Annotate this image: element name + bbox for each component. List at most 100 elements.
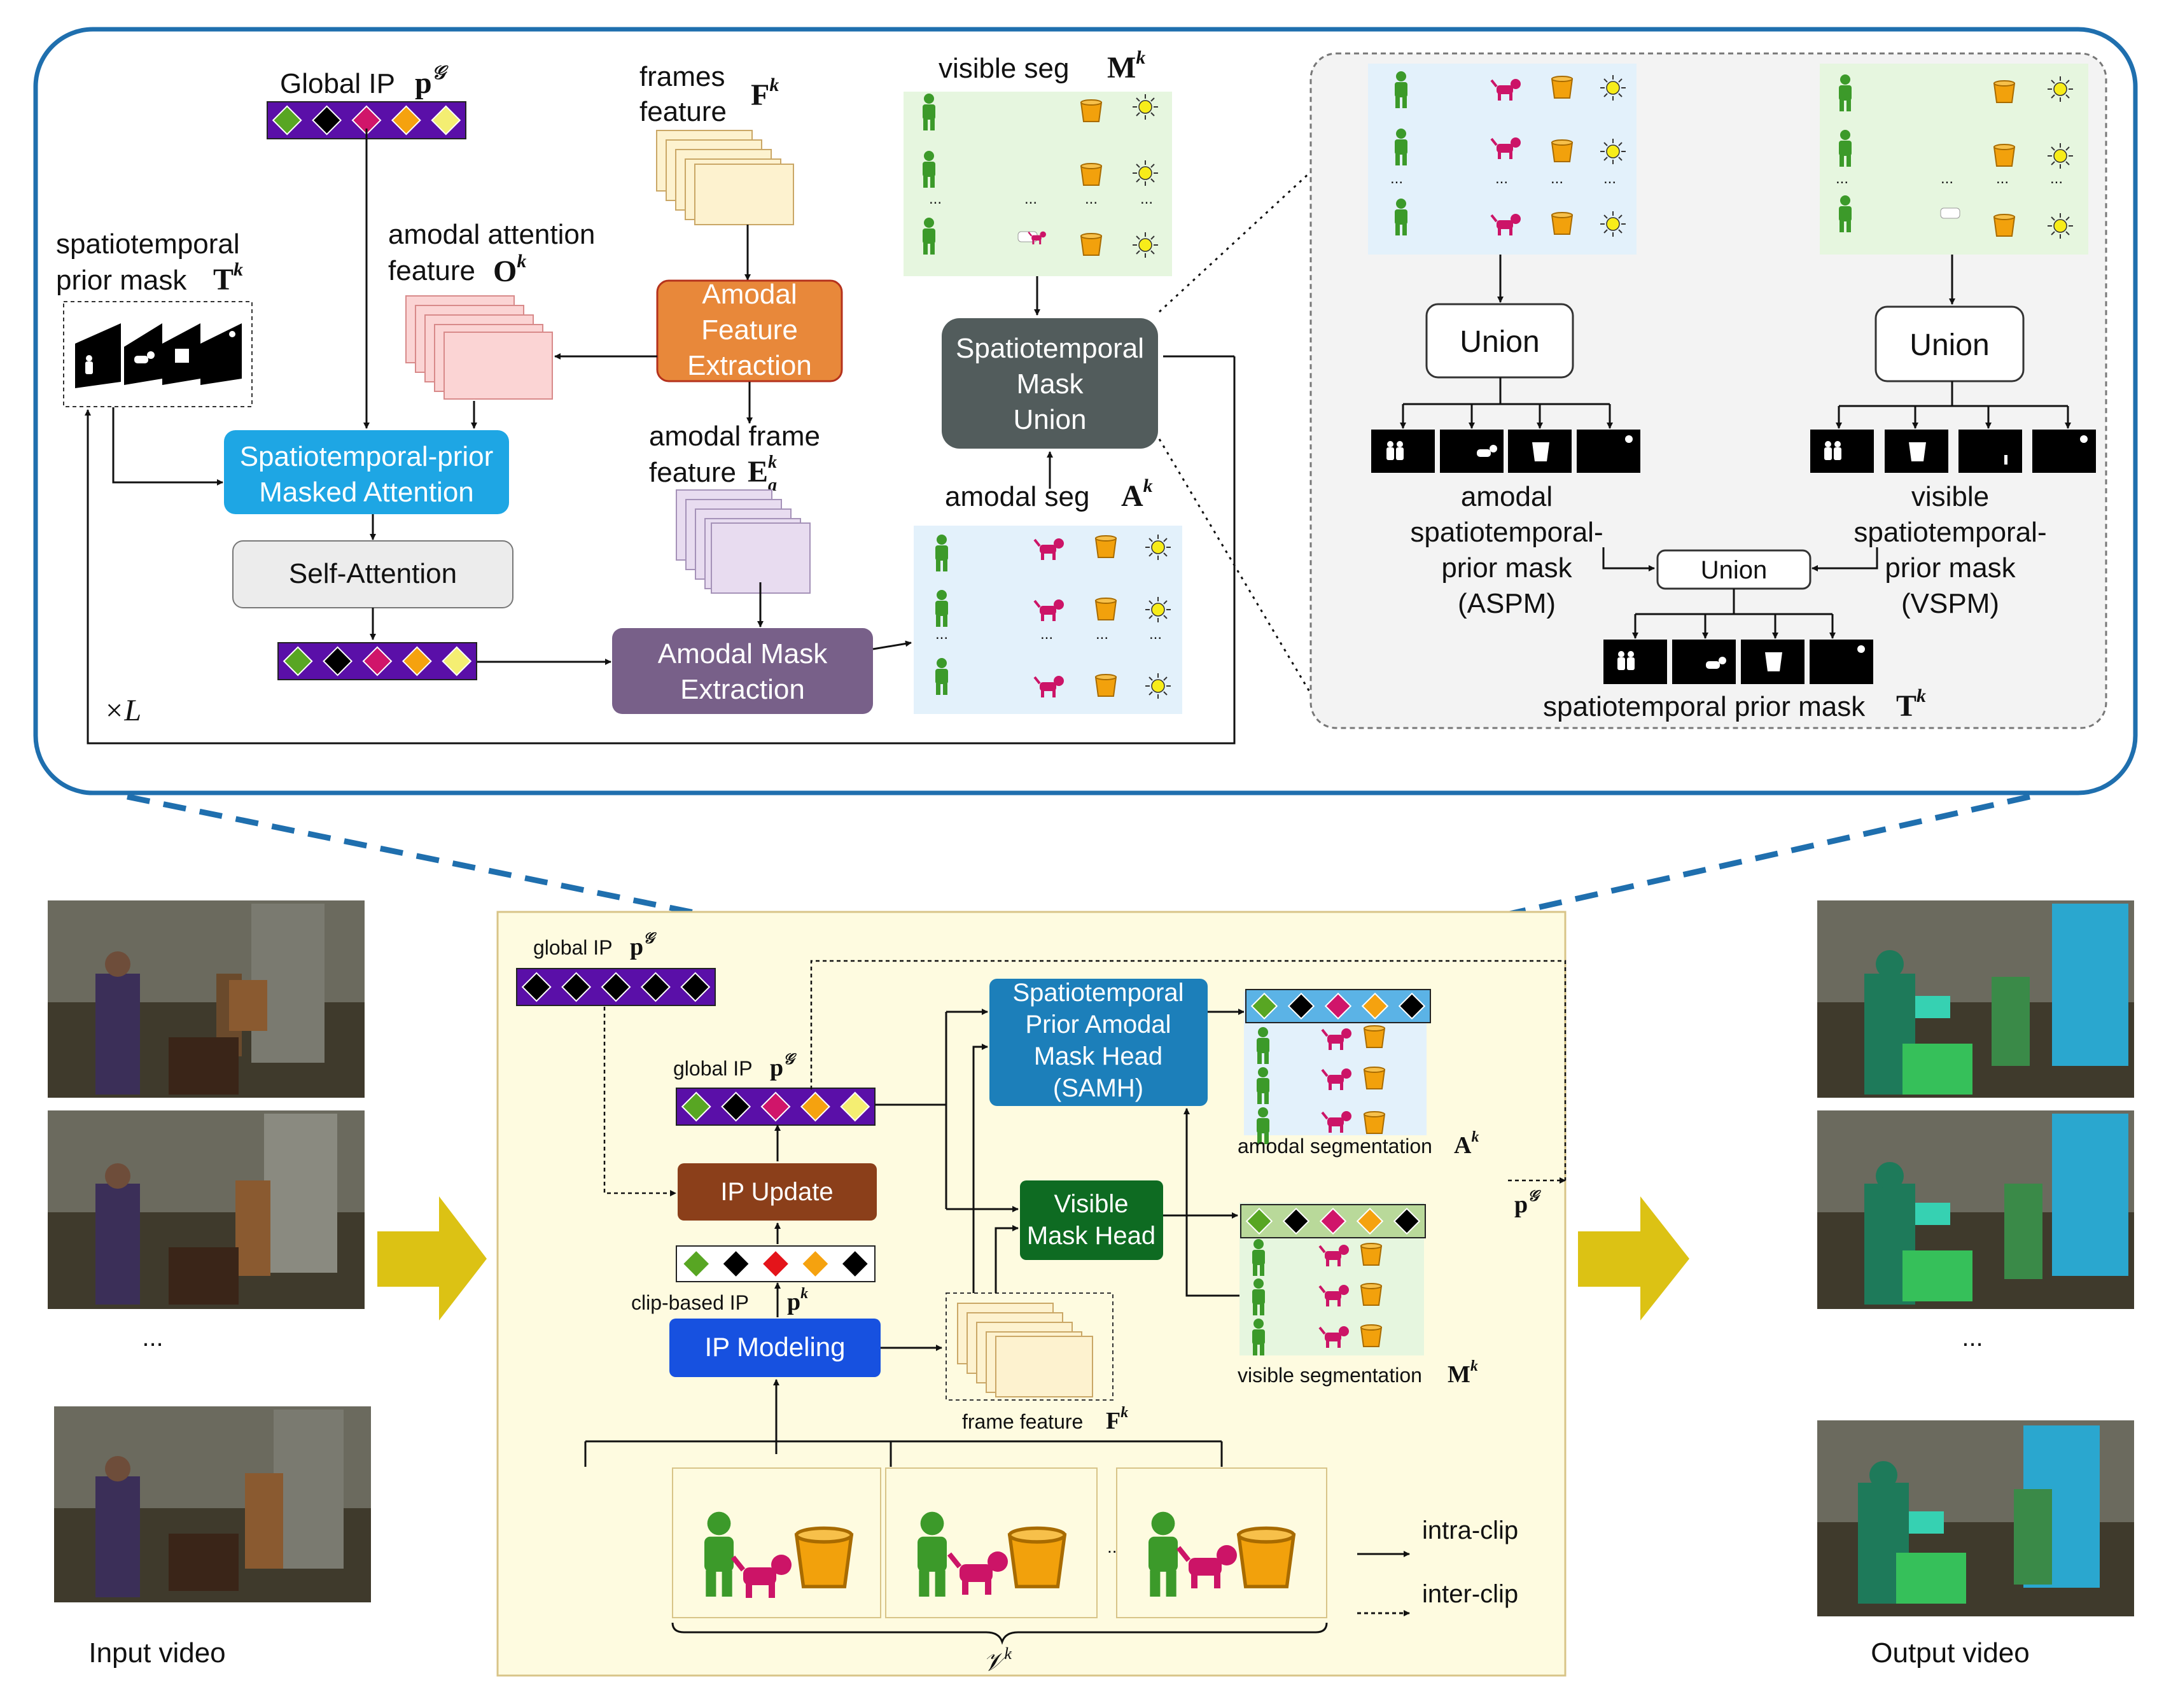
frame-feature-label: frame feature (962, 1410, 1083, 1433)
token-diamond (1282, 1207, 1310, 1235)
vspm-line-4: (VSPM) (1901, 588, 1999, 619)
vspm-source-panel (1820, 64, 2088, 255)
token-diamond (1393, 1207, 1421, 1235)
amodal-seg-label: amodal seg (945, 481, 1089, 512)
amodal-frame-feature-label-1: amodal frame (649, 421, 820, 452)
visible-mask-head-box (1020, 1180, 1163, 1260)
global-ip-input-token-bar (516, 968, 716, 1006)
frame-feature-stack (957, 1303, 1093, 1397)
token-diamond (391, 105, 421, 136)
token-diamond (1245, 1207, 1273, 1235)
amodal-mask-extraction-box (612, 628, 873, 714)
visible-seg-ellipsis-2: ... (1024, 190, 1037, 207)
token-diamond (601, 972, 631, 1002)
token-diamond (442, 646, 472, 676)
token-diamond (800, 1091, 830, 1122)
st-prior-masked-attention-box (224, 430, 509, 514)
output-frame-2 (1817, 1110, 2134, 1309)
vspm-line-1: visible (1911, 481, 1989, 512)
vspm-union-box (1874, 305, 2025, 382)
amodal-segmentation-symbol: Ak (1454, 1129, 1479, 1159)
input-ellipsis: ... (142, 1324, 163, 1352)
global-ip-mid-label: global IP (673, 1057, 753, 1080)
clip-frame-1 (672, 1467, 881, 1618)
token-diamond (362, 646, 393, 676)
visible-seg-ellipsis-3: ... (1085, 190, 1098, 207)
token-diamond (1324, 992, 1352, 1020)
input-frame-3 (54, 1406, 371, 1602)
frames-feature-label-1: frames (639, 61, 725, 92)
input-frame-2 (48, 1110, 365, 1309)
token-diamond (323, 646, 353, 676)
token-diamond (1398, 992, 1426, 1020)
aspm-branch (1403, 377, 1610, 405)
samh-box (989, 979, 1208, 1106)
global-ip-output-symbol: p𝒢 (1514, 1188, 1541, 1218)
amodal-frame-feature-label-2: feature (649, 457, 736, 488)
token-diamond (680, 972, 711, 1002)
input-frame-1 (48, 900, 365, 1098)
token-diamond (431, 105, 461, 136)
ip-update-label: IP Update (720, 1178, 833, 1206)
intra-clip-label: intra-clip (1422, 1516, 1518, 1544)
amodal-frame-feature-stack (676, 489, 811, 594)
token-diamond (272, 105, 302, 136)
token-diamond (561, 972, 592, 1002)
aspm-masks (1371, 430, 1640, 473)
input-video-label: Input video (88, 1637, 225, 1669)
st-prior-mask-label-1: spatiotemporal (56, 228, 240, 260)
token-diamond (681, 1249, 711, 1278)
st-prior-mask-label-2: prior mask (56, 265, 187, 296)
amodal-seg-ellipsis-4: ... (1149, 626, 1162, 643)
visible-seg-label: visible seg (939, 53, 1069, 84)
token-diamond (800, 1249, 830, 1278)
ame-line-2: Extraction (680, 674, 805, 705)
vspm-ellipsis-4: ... (2050, 170, 2063, 187)
token-diamond (640, 972, 671, 1002)
ip-modeling-label: IP Modeling (704, 1332, 845, 1362)
global-ip-mid-token-bar (676, 1088, 876, 1126)
clip-brace (671, 1622, 1328, 1645)
token-diamond (721, 1091, 751, 1122)
token-diamond (283, 646, 313, 676)
afe-line-3: Extraction (687, 350, 812, 381)
stmu-line-3: Union (1014, 404, 1087, 435)
final-prior-masks (1603, 640, 1873, 684)
aspm-line-1: amodal (1461, 481, 1553, 512)
output-frame-1 (1817, 900, 2134, 1098)
token-diamond (841, 1249, 870, 1278)
token-diamond (760, 1091, 791, 1122)
aspm-line-3: prior mask (1441, 552, 1572, 584)
visible-query-token-bar (1240, 1204, 1426, 1238)
inter-clip-label: inter-clip (1422, 1580, 1518, 1608)
visible-segmentation-label: visible segmentation (1238, 1364, 1422, 1387)
visible-seg-panel (904, 92, 1172, 276)
amodal-attention-stack (405, 295, 553, 400)
input-arrow (377, 1196, 487, 1320)
amodal-seg-ellipsis-1: ... (935, 626, 948, 643)
aspm-ellipsis-1: ... (1390, 170, 1403, 187)
vspm-line-2: spatiotemporal- (1853, 517, 2046, 548)
vspm-masks (1810, 430, 2096, 473)
aspm-ellipsis-2: ... (1495, 170, 1508, 187)
amodal-segmentation-label: amodal segmentation (1238, 1135, 1432, 1158)
self-attention-label: Self-Attention (289, 558, 457, 589)
global-ip-label: Global IP (280, 68, 395, 99)
output-arrow (1578, 1196, 1689, 1320)
attention-output-token-bar (277, 642, 477, 680)
samh-line-1: Spatiotemporal (1012, 979, 1183, 1007)
clip-based-ip-label: clip-based IP (631, 1291, 749, 1314)
repeat-label: ×L (104, 694, 141, 727)
ame-line-1: Amodal Mask (658, 638, 828, 669)
amodal-feature-extraction-box (656, 279, 843, 382)
frame-feature-box (946, 1292, 1113, 1401)
stmu-line-1: Spatiotemporal (956, 333, 1144, 364)
token-diamond (1356, 1207, 1384, 1235)
vspm-ellipsis-3: ... (1996, 170, 2009, 187)
vspm-union-label: Union (1909, 328, 1989, 362)
token-diamond (1250, 992, 1278, 1020)
token-diamond (761, 1249, 790, 1278)
aspm-line-2: spatiotemporal- (1410, 517, 1603, 548)
global-ip-input-label: global IP (533, 936, 613, 959)
frames-feature-label-2: feature (639, 96, 727, 127)
